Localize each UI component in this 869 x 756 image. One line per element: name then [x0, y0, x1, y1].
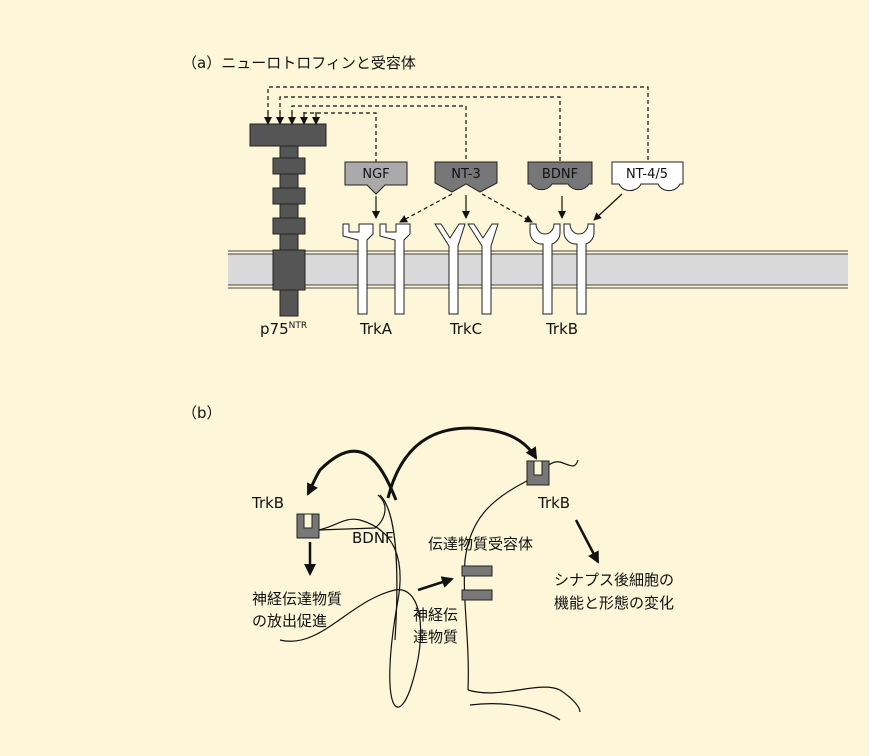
transmitter-receptor-label: 伝達物質受容体 [428, 535, 533, 553]
trkb-left-receptor [297, 514, 319, 538]
release-text-line1: 神経伝達物質 [252, 590, 342, 608]
panel-a-title: （a）ニューロトロフィンと受容体 [182, 54, 416, 72]
trkb-right-receptor [527, 461, 549, 485]
cell-membrane [228, 251, 848, 288]
ngf-label: NGF [362, 167, 389, 182]
trkb-label: TrkB [545, 320, 578, 338]
trkb-left-label: TrkB [251, 494, 284, 512]
transmitter-text-line1: 神経伝 [413, 606, 458, 624]
trkb-right-label: TrkB [537, 494, 570, 512]
trka-label: TrkA [359, 320, 393, 338]
nt3-label: NT-3 [451, 167, 480, 182]
panel-b-title: （b） [182, 404, 222, 422]
postsynaptic-text-line2: 機能と形態の変化 [554, 594, 674, 612]
nt45-label: NT-4/5 [626, 167, 668, 182]
bdnf-label: BDNF [542, 167, 578, 182]
postsynaptic-text-line1: シナプス後細胞の [554, 571, 674, 589]
bdnf-b-label: BDNF [352, 529, 394, 547]
trkc-label: TrkC [449, 320, 482, 338]
release-text-line2: の放出促進 [252, 612, 327, 630]
transmitter-text-line2: 達物質 [413, 628, 458, 646]
